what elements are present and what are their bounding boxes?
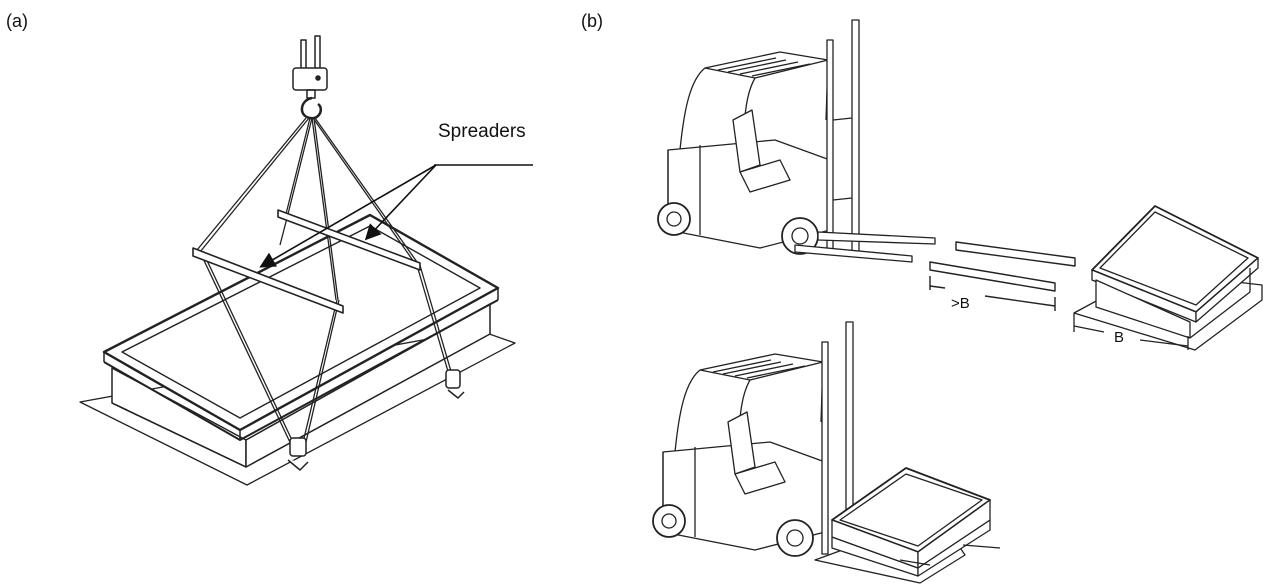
spreaders-arrow-2 [364,164,437,241]
slings [196,117,456,456]
fork-extensions [929,241,1076,311]
shackles [287,369,465,471]
spreaders-callout-label: Spreaders [438,121,526,142]
forklift-bottom [652,321,854,557]
panel-a-label: (a) [6,11,28,31]
box-on-pallet [1073,205,1263,351]
forklift-top [657,19,936,263]
panel-b-label: (b) [581,11,603,31]
fork-gap-dimension-label: >B [951,295,970,312]
crane-hook [292,35,328,120]
panel-a-illustration [79,35,533,486]
spreader-bars [192,209,421,314]
box-lid-inner [121,225,481,419]
panel-b-illustration [652,19,1263,584]
base-width-dimension-label: B [1114,329,1125,346]
spreaders-arrow-1 [259,164,437,268]
box-lifted [814,467,1001,584]
